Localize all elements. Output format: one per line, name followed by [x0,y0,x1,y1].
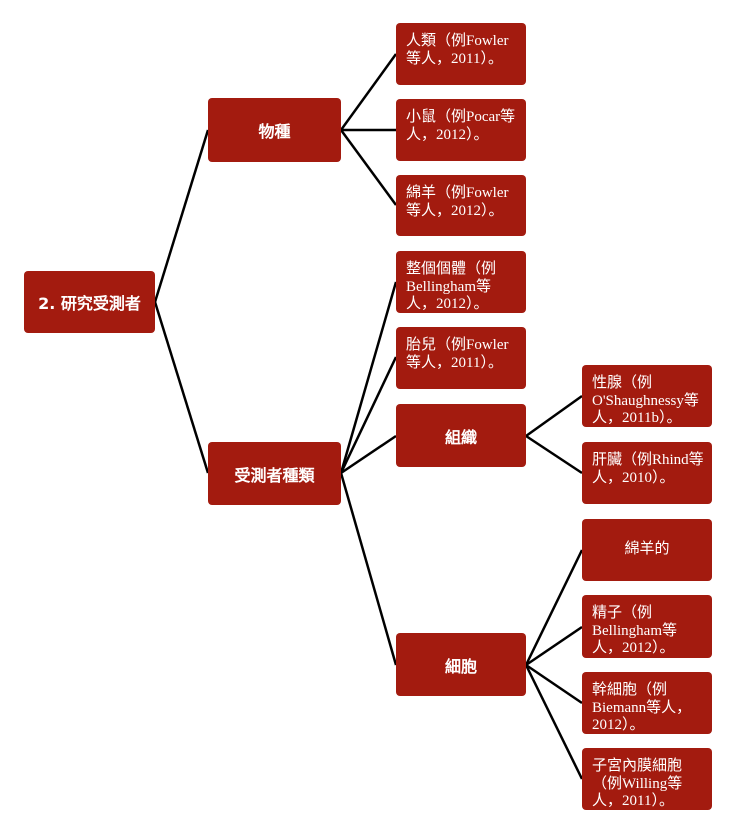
edge-types-tissue [340,434,397,475]
edge-cells-leaf-1 [524,549,584,666]
tissue-leaf-liver: 肝臟（例Rhind等人，2010）。 [582,442,712,504]
types-leaf-fetus: 胎兒（例Fowler等人，2011）。 [396,327,526,389]
edge-tissue-leaf-2 [525,434,583,475]
edge-cells-leaf-3 [525,663,583,705]
edge-root-subject-types [153,301,210,474]
cells-leaf-endometrial: 子宮內膜細胞（例Willing等人，2011）。 [582,748,712,810]
species-node: 物種 [208,98,341,162]
cells-leaf-stem-cells: 幹細胞（例Biemann等人，2012）。 [582,672,712,734]
edge-species-leaf-3 [339,129,398,206]
subject-types-node: 受測者種類 [208,442,341,505]
root-node: 2. 研究受測者 [24,271,155,333]
edge-species-leaf-1 [339,53,398,131]
cells-label: 細胞 [444,656,477,676]
edge-types-leaf-1 [339,281,398,474]
edge-types-leaf-2 [339,356,398,474]
edge-root-species [153,129,210,303]
tissue-label: 組織 [444,427,477,447]
root-label: 2. 研究受測者 [38,294,141,313]
edge-types-cells [339,472,398,666]
cells-node: 細胞 [396,633,526,696]
edge-cells-leaf-2 [525,625,583,667]
species-leaf-human: 人類（例Fowler等人，2011）。 [396,23,526,85]
species-label: 物種 [258,122,291,141]
subject-types-label: 受測者種類 [234,465,315,485]
cells-leaf-sheep: 綿羊的 [582,519,712,581]
cells-leaf-sperm: 精子（例Bellingham等人，2012）。 [582,595,712,658]
tissue-leaf-gonad: 性腺（例O'Shaughnessy等人，2011b）。 [582,365,712,427]
species-leaf-mouse: 小鼠（例Pocar等人，2012）。 [396,99,526,161]
species-leaf-sheep: 綿羊（例Fowler等人，2012）。 [396,175,526,236]
tissue-node: 組織 [396,404,526,467]
edge-cells-leaf-4 [524,664,584,780]
types-leaf-whole-organism: 整個個體（例Bellingham等人，2012）。 [396,251,526,313]
edge-tissue-leaf-1 [525,394,583,438]
